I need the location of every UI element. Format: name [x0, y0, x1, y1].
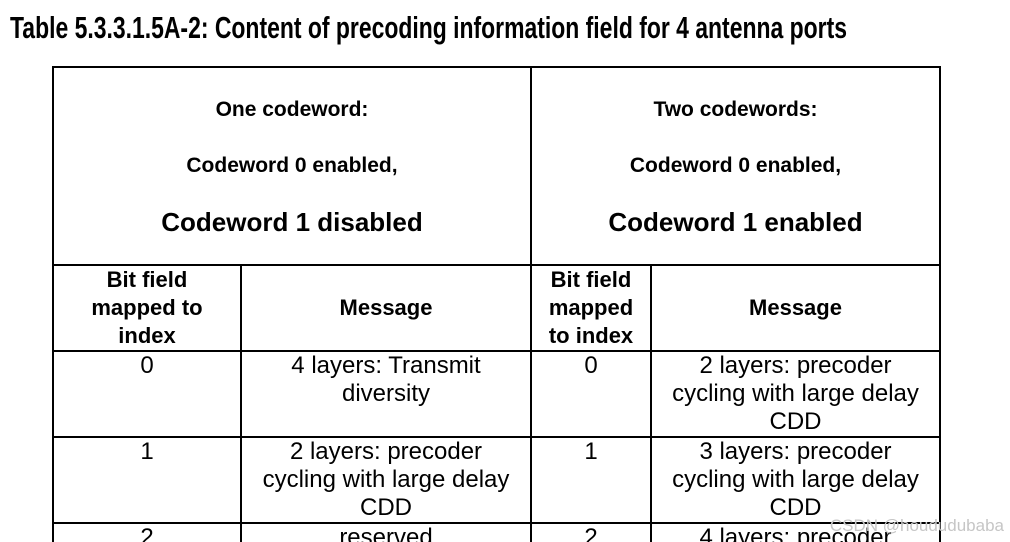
group-header-line: Two codewords: — [653, 98, 818, 121]
table-row: 1 2 layers: precoder cycling with large … — [52, 436, 941, 524]
column-header-message-left: Message — [240, 264, 532, 352]
bit-index-cell-left: 1 — [52, 436, 242, 524]
table-row: 2 reserved 2 4 layers: precoder cycling … — [52, 522, 941, 542]
bit-index-cell-right: 1 — [530, 436, 652, 524]
column-header-row: Bit field mapped to index Message Bit fi… — [52, 264, 941, 352]
group-header-line: Codeword 1 enabled — [608, 207, 863, 237]
precoding-information-table: One codeword: Codeword 0 enabled, Codewo… — [52, 66, 941, 542]
column-header-bit-field-right: Bit field mapped to index — [530, 264, 652, 352]
group-header-one-codeword: One codeword: Codeword 0 enabled, Codewo… — [52, 66, 532, 266]
message-cell-right: 3 layers: precoder cycling with large de… — [650, 436, 941, 524]
message-cell-left: 2 layers: precoder cycling with large de… — [240, 436, 532, 524]
table-row: 0 4 layers: Transmit diversity 0 2 layer… — [52, 350, 941, 438]
message-cell-right: 2 layers: precoder cycling with large de… — [650, 350, 941, 438]
group-header-two-codewords: Two codewords: Codeword 0 enabled, Codew… — [530, 66, 941, 266]
group-header-line: Codeword 1 disabled — [161, 207, 423, 237]
csdn-watermark: CSDN @hoududubaba — [829, 516, 1004, 535]
message-cell-left: 4 layers: Transmit diversity — [240, 350, 532, 438]
group-header-row: One codeword: Codeword 0 enabled, Codewo… — [52, 66, 941, 266]
group-header-line: Codeword 0 enabled, — [629, 154, 842, 177]
bit-index-cell-left: 0 — [52, 350, 242, 438]
group-header-line: Codeword 0 enabled, — [186, 154, 398, 177]
column-header-message-right: Message — [650, 264, 941, 352]
message-cell-right: 4 layers: precoder cycling with large de… — [650, 522, 941, 542]
column-header-bit-field-left: Bit field mapped to index — [52, 264, 242, 352]
bit-index-cell-right: 2 — [530, 522, 652, 542]
bit-index-cell-left: 2 — [52, 522, 242, 542]
message-cell-left: reserved — [240, 522, 532, 542]
bit-index-cell-right: 0 — [530, 350, 652, 438]
group-header-line: One codeword: — [215, 98, 369, 121]
table-caption: Table 5.3.3.1.5A-2: Content of precoding… — [10, 10, 847, 45]
